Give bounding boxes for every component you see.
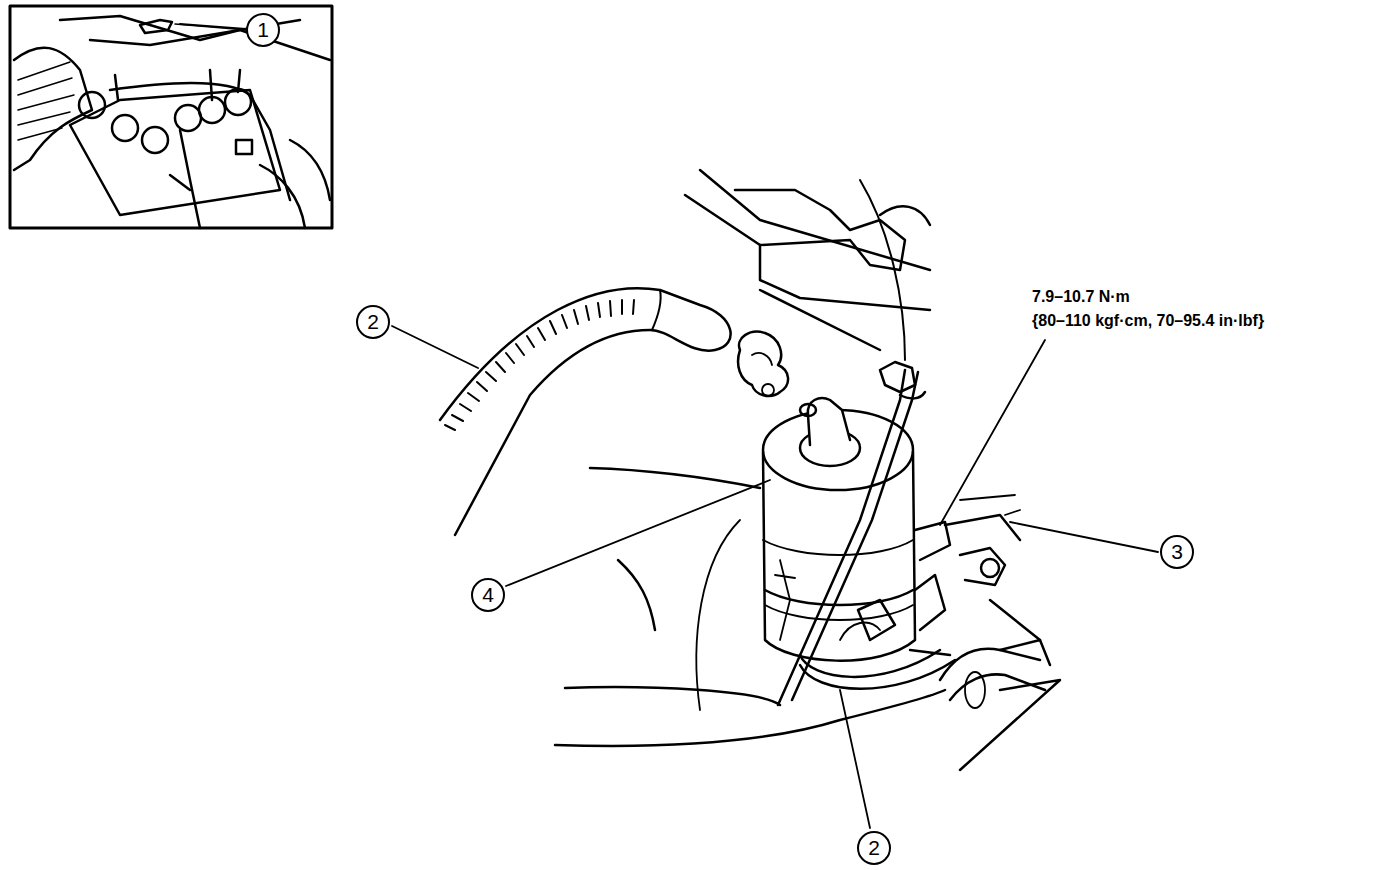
callout-number: 1 [246,13,280,47]
callout-number: 4 [471,578,505,612]
callout-number: 2 [857,831,891,865]
torque-value: 7.9–10.7 N·m [1030,285,1132,309]
fuel-filter [763,398,955,689]
torque-value: {80–110 kgf·cm, 70–95.4 in·lbf} [1030,309,1266,333]
callout-number: 3 [1160,535,1194,569]
callout-number: 2 [356,305,390,339]
leader-lines [180,24,1158,828]
inset-engine-view [10,6,332,228]
